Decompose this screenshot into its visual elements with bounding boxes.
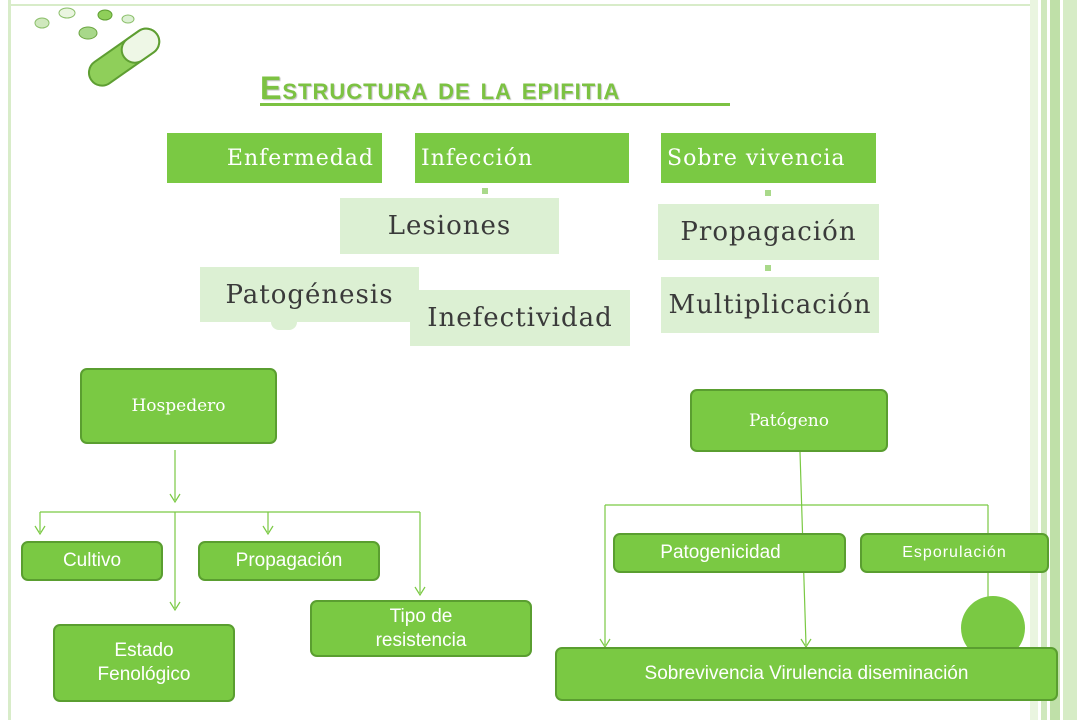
title-underline — [260, 103, 730, 106]
pill-capsule — [87, 27, 161, 87]
header-box-enfermedad: Enfermedad — [167, 133, 382, 183]
connector-dot — [765, 265, 771, 271]
sobrevivencia-node: Sobrevivencia Virulencia diseminación — [555, 647, 1058, 701]
connector-dot — [482, 188, 488, 194]
hospedero-node: Hospedero — [80, 368, 277, 444]
patogeno-node: Patógeno — [690, 389, 888, 452]
inefectividad-box: Inefectividad — [410, 290, 630, 346]
pill-small — [34, 17, 50, 29]
lesiones-box: Lesiones — [340, 198, 559, 254]
frame-left-border — [8, 0, 11, 720]
pill-small — [97, 9, 113, 21]
connector-dot — [765, 190, 771, 196]
patogenicidad-node: Patogenicidad — [613, 533, 846, 573]
esporulacion-node: Esporulación — [860, 533, 1049, 573]
frame-right-stripe — [1063, 0, 1077, 720]
header-box-infeccion: Infección — [415, 133, 629, 183]
patogenesis-box: Patogénesis — [200, 267, 419, 322]
estado-fenologico-node: Estado Fenológico — [53, 624, 235, 702]
multiplicacion-box: Multiplicación — [661, 277, 879, 333]
frame-right-stripe — [1030, 0, 1038, 720]
tipo-resistencia-node: Tipo de resistencia — [310, 600, 532, 657]
frame-right-stripe — [1041, 0, 1047, 720]
pill-small — [121, 14, 135, 24]
header-box-sobrevivencia: Sobre vivencia — [661, 133, 876, 183]
pill-small — [78, 26, 98, 40]
pills-graphic — [34, 7, 161, 87]
frame-right-stripe — [1050, 0, 1060, 720]
pill-small — [58, 7, 76, 19]
propagacion-node: Propagación — [198, 541, 380, 581]
cultivo-node: Cultivo — [21, 541, 163, 581]
frame-top-border — [8, 4, 1038, 6]
connector-tail — [271, 322, 297, 330]
page-title: Estructura de la epifitia — [260, 70, 621, 106]
propagacion-box: Propagación — [658, 204, 879, 260]
